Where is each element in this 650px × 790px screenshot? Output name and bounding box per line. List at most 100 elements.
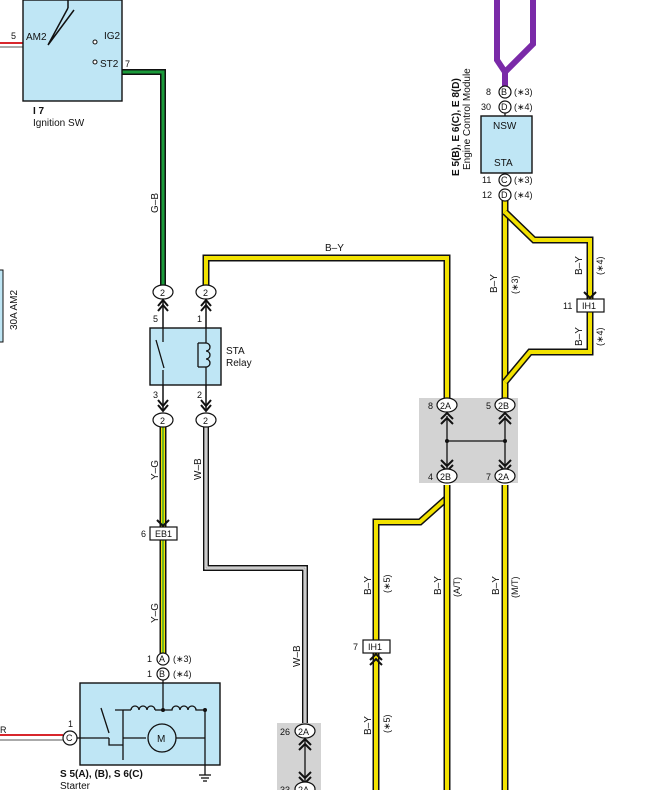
ecm-conn-c: C	[501, 175, 508, 185]
junction2-top-pin: 26	[280, 727, 290, 737]
starter-motor-label: M	[157, 734, 165, 745]
connector-eb1: EB1 6	[141, 519, 178, 541]
ecm-name: Engine Control Module	[462, 68, 473, 170]
sta-relay: 2 2 5 1 STA Relay 3 2 2 2	[149, 284, 252, 428]
ecm-sta-label: STA	[494, 158, 513, 169]
ign-pin-am2: 5	[11, 31, 16, 41]
starter-note-4: (∗4)	[173, 669, 192, 679]
junction-tr-pin: 5	[486, 401, 491, 411]
ecm-pin-12: 12	[482, 190, 492, 200]
wire-note-mt: (M/T)	[510, 577, 520, 599]
junction-tr-label: 2B	[498, 401, 509, 411]
starter-conn-b: B	[159, 669, 165, 679]
ecm-note-3-top: (∗3)	[514, 87, 533, 97]
starter-conn-a: A	[159, 654, 165, 664]
wire-label-g-b: G–B	[150, 193, 161, 213]
junction-bl-label: 2B	[440, 472, 451, 482]
wire-red-starter	[0, 734, 63, 741]
relay-pin-1: 1	[197, 314, 202, 324]
fuse-am2: 30A AM2	[0, 269, 20, 343]
eb1-pin: 6	[141, 529, 146, 539]
eb1-label: EB1	[155, 529, 172, 539]
starter-name: Starter	[60, 781, 91, 790]
relay-conn-bl: 2	[160, 416, 165, 426]
wire-b-y-ih1-branch	[502, 209, 594, 385]
starter-note-3: (∗3)	[173, 654, 192, 664]
ecm-conn-d-bot: D	[501, 190, 508, 200]
junction-block: 2A 2B 8 5 2B 2A 4 7	[419, 397, 518, 484]
starter-pin-1a: 1	[147, 654, 152, 664]
ih1-upper-pin: 11	[563, 301, 572, 311]
starter-refs: S 5(A), (B), S 6(C)	[60, 769, 143, 780]
junction-tl-label: 2A	[440, 401, 451, 411]
wire-label-b-y-3: B–Y	[489, 274, 500, 293]
ign-ig2-label: IG2	[104, 31, 121, 42]
wire-label-y-g-upper: Y–G	[150, 460, 161, 480]
wire-label-y-g-lower: Y–G	[150, 603, 161, 623]
wire-label-b-y-5b: B–Y	[363, 716, 374, 735]
wire-label-left-edge: R	[0, 725, 7, 735]
wire-label-b-y-at: B–Y	[433, 576, 444, 595]
wire-w-b	[203, 420, 308, 730]
relay-pin-5: 5	[153, 314, 158, 324]
wire-label-w-b-lower: W–B	[292, 645, 303, 667]
ecm-conn-b: B	[501, 87, 507, 97]
starter-pin-1b: 1	[147, 669, 152, 679]
relay-pin-3: 3	[153, 390, 158, 400]
junction2-bot-label: 2A	[298, 785, 309, 790]
wire-label-b-y-4b: B–Y	[574, 327, 585, 346]
wire-purple	[494, 0, 536, 86]
wire-note-4b: (∗4)	[595, 327, 605, 346]
junction2-bot-pin: 33	[280, 785, 290, 790]
junction-br-label: 2A	[498, 472, 509, 482]
ign-name: Ignition SW	[33, 118, 85, 129]
connector-ih1-upper: IH1 11	[563, 291, 605, 313]
fuse-label: 30A AM2	[9, 290, 20, 330]
wire-label-b-y-5a: B–Y	[363, 576, 374, 595]
connector-ih1-lower: IH1 7	[353, 639, 391, 666]
wire-label-b-y-top: B–Y	[325, 243, 344, 254]
relay-conn-tl: 2	[160, 288, 165, 298]
wire-note-3: (∗3)	[510, 275, 520, 294]
ign-st2-label: ST2	[100, 59, 119, 70]
ign-pin-st2: 7	[125, 59, 130, 69]
ecm-note-4-bot: (∗4)	[514, 190, 533, 200]
wire-note-4a: (∗4)	[595, 256, 605, 275]
wire-note-5b: (∗5)	[382, 714, 392, 733]
ecm-refs: E 5(B), E 6(C), E 8(D)	[451, 78, 462, 176]
ecm-conn-d-top: D	[501, 102, 508, 112]
wire-label-b-y-4a: B–Y	[574, 256, 585, 275]
engine-control-module: B D 8 30 (∗3) (∗4) NSW STA C D 11 12 (∗3…	[451, 68, 533, 202]
ign-am2-label: AM2	[26, 32, 47, 43]
wire-b-y-top	[202, 254, 451, 405]
ecm-note-4-top: (∗4)	[514, 102, 533, 112]
relay-conn-br: 2	[203, 416, 208, 426]
junction-bl-pin: 4	[428, 472, 433, 482]
ecm-pin-11: 11	[482, 175, 491, 185]
ecm-pin-30: 30	[481, 102, 491, 112]
wire-label-w-b-upper: W–B	[193, 458, 204, 480]
relay-pin-2: 2	[197, 390, 202, 400]
wire-red-am2	[0, 42, 24, 48]
relay-name-2: Relay	[226, 358, 252, 369]
starter-conn-c: C	[66, 733, 73, 743]
ih1-upper-label: IH1	[582, 301, 596, 311]
junction2-top-label: 2A	[298, 727, 309, 737]
wire-g-b	[122, 69, 166, 292]
junction-block-2: 2A 26 2A 33	[277, 723, 321, 790]
ign-ref: I 7	[33, 106, 45, 117]
wire-label-b-y-mt: B–Y	[491, 576, 502, 595]
ignition-switch: AM2 IG2 ST2 5 7 I 7 Ignition SW	[11, 0, 130, 129]
junction-br-pin: 7	[486, 472, 491, 482]
wire-note-at: (A/T)	[452, 577, 462, 597]
ih1-lower-label: IH1	[368, 642, 382, 652]
ecm-pin-8: 8	[486, 87, 491, 97]
ecm-nsw-label: NSW	[493, 121, 517, 132]
ecm-note-3-bot: (∗3)	[514, 175, 533, 185]
starter-pin-c: 1	[68, 719, 73, 729]
relay-name-1: STA	[226, 346, 245, 357]
starter: A B 1 1 (∗3) (∗4) M C 1 S 5(A), (B), S 6…	[60, 652, 221, 790]
wire-note-5a: (∗5)	[382, 574, 392, 593]
relay-conn-tr: 2	[203, 288, 208, 298]
